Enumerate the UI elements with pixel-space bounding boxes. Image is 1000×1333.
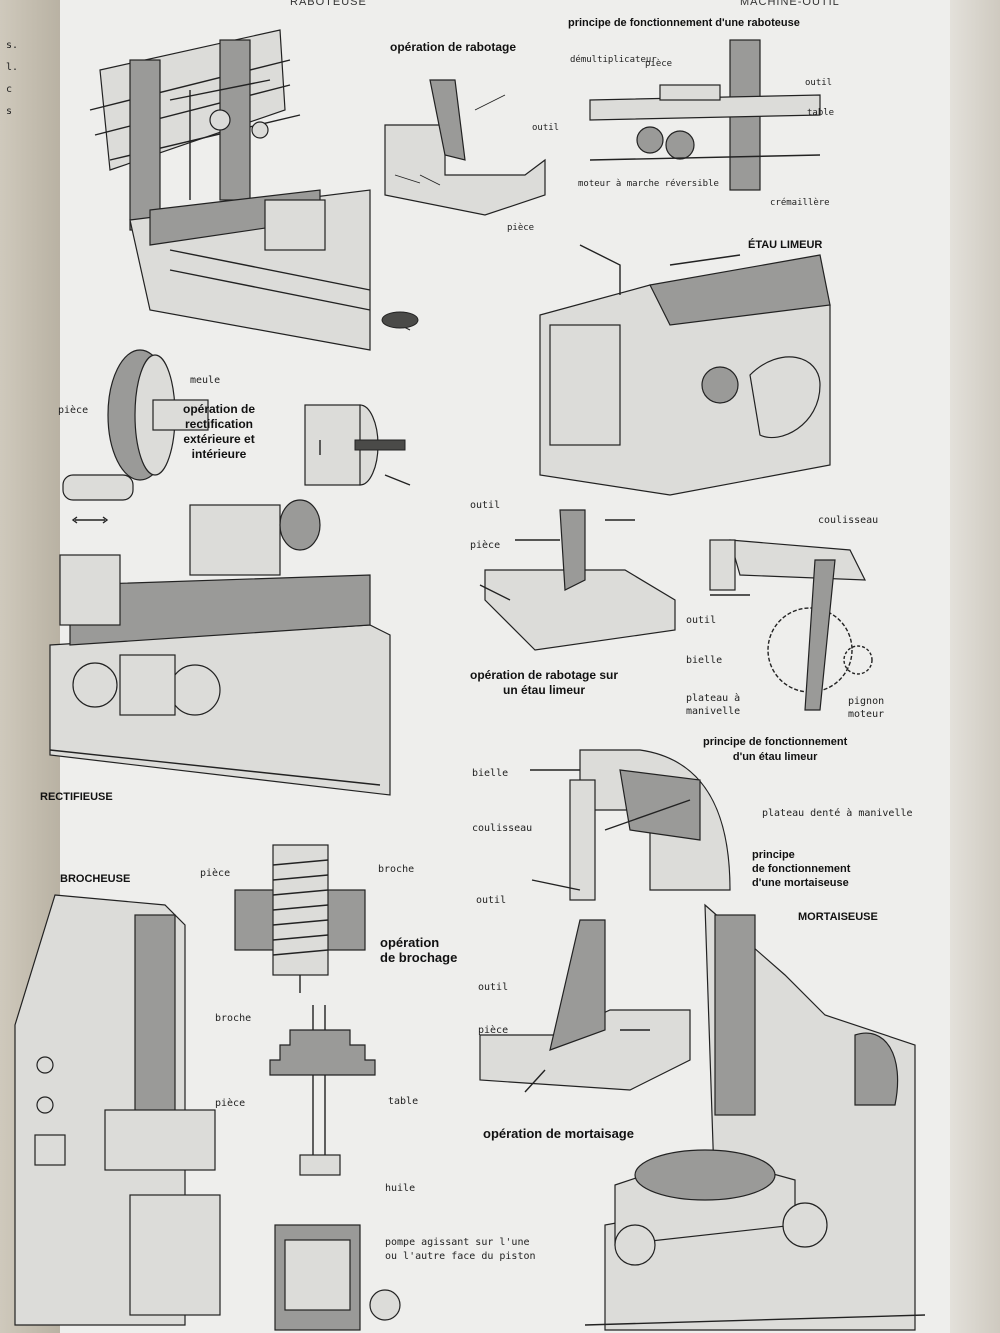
etau-op-outil-label: outil xyxy=(470,500,501,511)
rectification-caption-line: intérieure xyxy=(191,447,247,461)
rectification-caption-line: opération de xyxy=(183,402,256,416)
brocheuse-title: BROCHEUSE xyxy=(60,873,131,885)
etau-principe-outil-label: outil xyxy=(686,615,717,626)
pignon-label-line: moteur xyxy=(848,709,885,720)
etau-limeur-illustration xyxy=(539,244,831,496)
margin-letter: l. xyxy=(6,62,19,73)
rectification-diagram xyxy=(62,349,411,524)
etau-principe-diagram xyxy=(709,539,873,711)
mortaiseuse-outil-label: outil xyxy=(476,895,507,906)
rabotage-outil-label: outil xyxy=(532,123,559,133)
rectifieuse-illustration xyxy=(49,499,391,796)
brochage-caption: opération de brochage xyxy=(380,935,457,965)
etau-principe-caption-line: d'un étau limeur xyxy=(732,751,818,763)
pignon-label-line: pignon xyxy=(848,696,885,707)
raboteuse-piece-label: pièce xyxy=(645,58,672,69)
rabotage-piece-label: pièce xyxy=(507,222,534,233)
rabotage-etau-caption: opération de rabotage sur un étau limeur xyxy=(470,668,618,698)
rabotage-etau-caption-line: un étau limeur xyxy=(503,683,586,697)
coulisseau-label: coulisseau xyxy=(818,515,879,526)
brochage-caption-line: opération xyxy=(380,935,440,950)
running-header-right: MACHINE-OUTIL xyxy=(740,0,840,8)
cremaillere-label: crémaillère xyxy=(770,197,830,208)
margin-letter: c xyxy=(6,84,13,95)
brochage-diagram xyxy=(234,844,366,993)
demultiplicateur-label: démultiplicateur xyxy=(570,54,657,65)
huile-label: huile xyxy=(385,1183,416,1194)
margin-letter: s. xyxy=(6,40,19,51)
pompe-label-line: ou l'autre face du piston xyxy=(385,1251,536,1262)
rectification-caption-line: rectification xyxy=(185,417,254,431)
brochage-caption-line: de brochage xyxy=(380,950,458,965)
mortaiseuse-illustration xyxy=(584,903,926,1331)
brocheuse-illustration xyxy=(14,894,221,1326)
pignon-moteur-label: pignon moteur xyxy=(848,695,884,721)
raboteuse-outil-label: outil xyxy=(805,78,832,88)
etau-principe-caption-line: principe de fonctionnement xyxy=(703,736,848,748)
brochage-press-diagram xyxy=(269,1005,401,1331)
plateau-manivelle-label: plateau à manivelle xyxy=(686,692,740,718)
raboteuse-table-label: table xyxy=(807,108,834,118)
running-header-left: RABOTEUSE xyxy=(290,0,367,8)
rabotage-etau-caption-line: opération de rabotage sur xyxy=(470,668,619,682)
mortaiseuse-principe-caption: principe de fonctionnement d'une mortais… xyxy=(752,848,850,890)
mortaiseuse-title: MORTAISEUSE xyxy=(798,911,878,923)
mortaiseuse-principe-diagram xyxy=(530,749,731,901)
pompe-label: pompe agissant sur l'une ou l'autre face… xyxy=(385,1236,536,1264)
moteur-label: moteur à marche réversible xyxy=(578,178,719,189)
mortaiseuse-bielle-label: bielle xyxy=(472,768,509,779)
meule-label: meule xyxy=(190,375,221,386)
plateau-label-line: manivelle xyxy=(686,706,741,717)
brochage-table-label: table xyxy=(388,1096,419,1107)
etau-limeur-title: ÉTAU LIMEUR xyxy=(748,239,823,251)
mortaiseuse-principe-caption-line: principe xyxy=(752,849,795,861)
bielle-label: bielle xyxy=(686,655,723,666)
plateau-dente-label: plateau denté à manivelle xyxy=(762,808,913,819)
mortaisage-piece-label: pièce xyxy=(478,1025,509,1036)
etau-principe-caption: principe de fonctionnement d'un étau lim… xyxy=(703,735,847,765)
brochage-broche2-label: broche xyxy=(215,1013,252,1024)
raboteuse-machine-illustration xyxy=(89,29,419,351)
mortaisage-caption: opération de mortaisage xyxy=(483,1126,634,1141)
rabotage-diagram: outil pièce xyxy=(384,79,559,233)
plateau-label-line: plateau à xyxy=(686,693,741,704)
raboteuse-principe-title: principe de fonctionnement d'une raboteu… xyxy=(568,17,800,29)
pompe-label-line: pompe agissant sur l'une xyxy=(385,1237,530,1248)
rectifieuse-title: RECTIFIEUSE xyxy=(40,791,113,803)
mortaisage-outil-label: outil xyxy=(478,982,509,993)
brochage-broche-label: broche xyxy=(378,864,415,875)
rectification-caption-line: extérieure et xyxy=(183,432,255,446)
etau-op-piece-label: pièce xyxy=(470,540,501,551)
rectification-caption: opération de rectification extérieure et… xyxy=(183,402,255,462)
mortaisage-diagram xyxy=(479,919,691,1093)
brochage-piece2-label: pièce xyxy=(215,1098,246,1109)
rectification-piece-label: pièce xyxy=(58,405,89,416)
margin-letter: s xyxy=(6,106,13,117)
brochage-piece-label: pièce xyxy=(200,868,231,879)
raboteuse-principe-diagram: démultiplicateur pièce outil table moteu… xyxy=(570,39,834,208)
mortaiseuse-coulisseau-label: coulisseau xyxy=(472,823,533,834)
mortaiseuse-principe-caption-line: d'une mortaiseuse xyxy=(752,877,849,889)
rabotage-caption: opération de rabotage xyxy=(390,40,517,54)
rabotage-etau-diagram xyxy=(479,509,676,651)
mortaiseuse-principe-caption-line: de fonctionnement xyxy=(752,863,851,875)
